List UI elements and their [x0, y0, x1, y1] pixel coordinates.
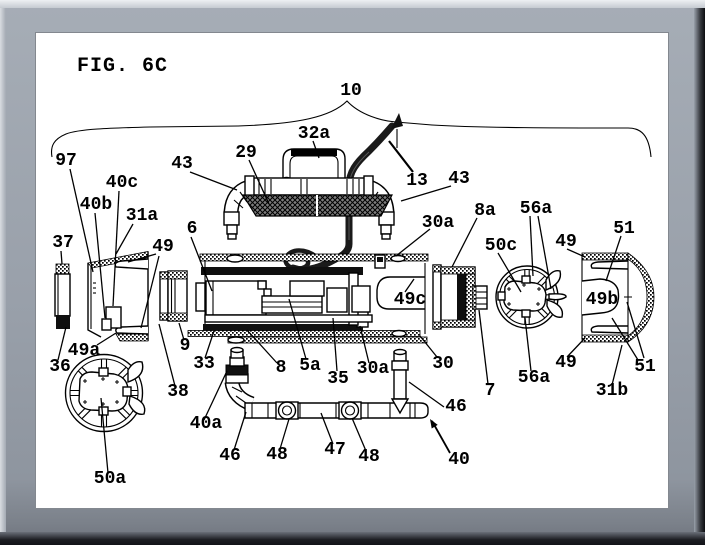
component-40b	[101, 318, 112, 331]
cap-lip-49-top	[581, 252, 629, 261]
ref-label-50a: 50a	[94, 469, 127, 489]
ref-label-48-left: 48	[266, 445, 288, 465]
ref-label-13: 13	[406, 171, 428, 191]
ref-label-43-right: 43	[448, 169, 470, 189]
base-plate-8	[187, 330, 421, 337]
ref-label-97: 97	[55, 151, 77, 171]
cap-lip-49a	[115, 333, 149, 342]
ref-label-49-right-top: 49	[555, 232, 577, 252]
adapter-8a	[432, 264, 488, 330]
ref-label-48-right: 48	[358, 447, 380, 467]
leader-lines	[57, 140, 645, 474]
ref-label-31b: 31b	[596, 381, 628, 401]
impeller-hub-plate	[503, 280, 547, 312]
ref-label-40a: 40a	[190, 414, 223, 434]
housing-body-33	[187, 253, 429, 344]
component-36	[56, 315, 70, 329]
ref-label-43-left: 43	[171, 154, 193, 174]
ref-label-49-left: 49	[152, 237, 174, 257]
ref-label-50c: 50c	[485, 236, 517, 256]
ref-label-30: 30	[432, 354, 454, 374]
ref-label-40c: 40c	[106, 173, 138, 193]
fan-blade-56a	[546, 299, 564, 318]
ref-label-30a-bottom: 30a	[357, 359, 390, 379]
ref-label-49b: 49b	[586, 290, 618, 310]
ref-label-51-bottom: 51	[634, 357, 656, 377]
ref-label-8: 8	[276, 358, 287, 378]
cap-dome-rim	[627, 252, 655, 343]
bushing-9	[159, 270, 188, 322]
component-37	[54, 263, 71, 329]
ref-label-40b: 40b	[80, 195, 112, 215]
component-35	[326, 287, 348, 313]
impeller-50c	[495, 265, 567, 329]
ref-label-49-right-bottom: 49	[555, 353, 577, 373]
frame-shadow-right	[694, 8, 705, 545]
ref-label-8a: 8a	[474, 201, 496, 221]
ref-label-29: 29	[235, 143, 257, 163]
ref-label-46-left: 46	[219, 446, 241, 466]
ref-label-32a: 32a	[298, 124, 331, 144]
ref-label-33: 33	[193, 354, 215, 374]
ref-label-40: 40	[448, 450, 470, 470]
frame-shadow-bottom	[0, 532, 705, 545]
cap-profile-49b	[581, 278, 620, 316]
arrowhead-40	[430, 419, 438, 429]
ref-label-56a-bottom: 56a	[518, 368, 551, 388]
ref-label-35: 35	[327, 369, 349, 389]
cap-lip-49-top	[114, 258, 149, 270]
manifold-pipe	[249, 177, 369, 196]
impeller-blade	[127, 360, 144, 383]
end-cap-31b	[581, 252, 655, 343]
ref-label-46-right: 46	[445, 397, 467, 417]
ref-label-30a-top: 30a	[422, 213, 455, 233]
ref-label-10: 10	[340, 81, 362, 101]
end-cap-31a	[87, 251, 149, 342]
ref-label-6: 6	[187, 219, 198, 239]
cap-lip-49-bottom	[581, 334, 629, 343]
frame-highlight-left	[0, 8, 6, 545]
ref-label-37: 37	[52, 233, 74, 253]
ref-label-7: 7	[485, 381, 496, 401]
ring-fitting-48-left	[277, 401, 297, 420]
ref-label-49c: 49c	[394, 290, 426, 310]
housing-cutout-49c	[376, 276, 425, 310]
frame-highlight-top	[0, 0, 705, 8]
ref-label-56a-top: 56a	[520, 199, 553, 219]
ring-fitting-48-right	[340, 401, 360, 420]
ref-label-9: 9	[180, 336, 191, 356]
assembly-brace-10	[50, 100, 652, 158]
heater-tube-top	[201, 267, 363, 275]
housing-top-rim	[199, 253, 429, 262]
ref-label-38: 38	[167, 382, 189, 402]
drain-pipe-40	[224, 346, 429, 420]
motor-6	[205, 280, 267, 316]
ref-label-36: 36	[49, 357, 71, 377]
ref-label-49a: 49a	[68, 341, 101, 361]
figure-title: FIG. 6C	[77, 55, 168, 78]
heater-manifold-29	[223, 175, 395, 240]
ref-label-51-top: 51	[613, 219, 635, 239]
ref-label-5a: 5a	[299, 356, 321, 376]
ref-label-31a: 31a	[126, 206, 159, 226]
heater-tube-bottom	[203, 324, 363, 331]
ref-label-47: 47	[324, 440, 346, 460]
reference-labels: FIG. 6C 10 97 43 29 32a 13 43 40c 40b 31…	[49, 55, 656, 489]
